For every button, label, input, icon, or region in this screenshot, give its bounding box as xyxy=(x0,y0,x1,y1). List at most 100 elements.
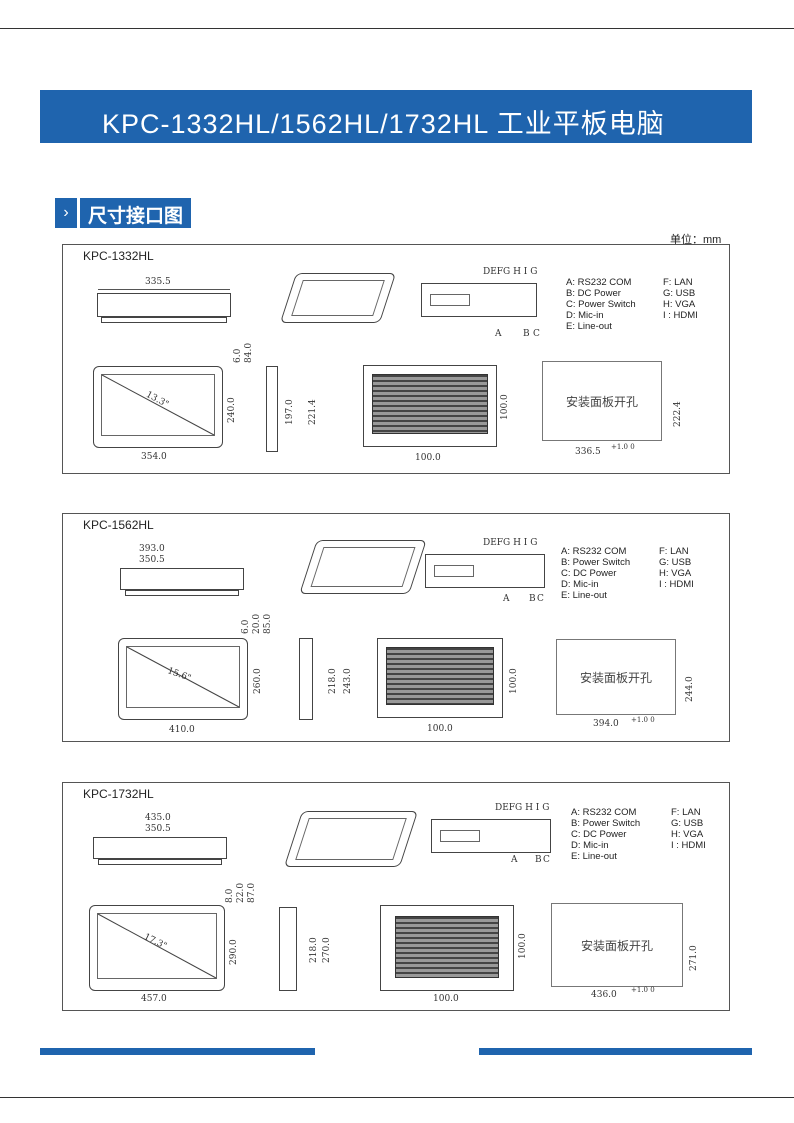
side-depth-dim: 8.0 xyxy=(225,888,235,903)
cutout-width-dim: 436.0 xyxy=(591,990,617,1000)
side-depth-dim: 84.0 xyxy=(244,342,254,363)
cutout-height-dim: 244.0 xyxy=(685,676,695,702)
front-screen xyxy=(126,646,240,708)
edge-dim: 221.4 xyxy=(308,399,318,425)
port-letter-b: B xyxy=(523,329,530,339)
port-letter-b: B xyxy=(535,855,542,865)
side-depth-dim: 22.0 xyxy=(236,882,246,903)
unit-label: 单位：mm xyxy=(670,234,722,246)
header-banner: KPC-1332HL/1562HL/1732HL 工业平板电脑 xyxy=(40,90,752,143)
port-letter-c: C xyxy=(533,329,540,339)
side-view-flange xyxy=(125,590,239,596)
port-label-row: DEFG H I G xyxy=(483,538,538,548)
front-view-drawing xyxy=(93,366,223,448)
edge-view-drawing xyxy=(266,366,278,452)
section-heading: › 尺寸接口图 xyxy=(55,198,192,228)
rear-spacing-dim: 100.0 xyxy=(415,453,441,463)
side-depth-dim: 6.0 xyxy=(233,348,243,363)
port-letter-c: C xyxy=(543,855,550,865)
edge-dim: 270.0 xyxy=(322,937,332,963)
panel-cutout: 安装面板开孔 xyxy=(542,361,662,441)
front-width-dim: 410.0 xyxy=(169,725,195,735)
side-width-dim: 335.5 xyxy=(145,277,171,287)
chevron-right-icon: › xyxy=(55,198,77,228)
port-view-drawing xyxy=(421,283,537,317)
front-height-dim: 260.0 xyxy=(253,668,263,694)
model-name: KPC-1332HL xyxy=(83,249,154,263)
front-screen xyxy=(101,374,215,436)
side-view-drawing xyxy=(93,837,227,859)
edge-dim: 218.0 xyxy=(328,668,338,694)
side-depth-dim: 85.0 xyxy=(263,613,273,634)
side-depth-dim: 6.0 xyxy=(241,619,251,634)
front-screen xyxy=(97,913,217,979)
port-letter-a: A xyxy=(503,594,510,604)
diagonal-line xyxy=(126,646,240,708)
side-view-drawing xyxy=(120,568,244,590)
rear-spacing-h-dim: 100.0 xyxy=(500,394,510,420)
side-view-flange xyxy=(98,859,222,865)
port-letter-a: A xyxy=(511,855,518,865)
footer-bar-right xyxy=(479,1048,752,1055)
cutout-height-dim: 271.0 xyxy=(689,945,699,971)
heatsink-fins xyxy=(395,916,499,978)
heatsink-fins xyxy=(372,374,488,434)
panel-cutout: 安装面板开孔 xyxy=(556,639,676,715)
rear-spacing-dim: 100.0 xyxy=(427,724,453,734)
edge-dim: 218.0 xyxy=(309,937,319,963)
model-drawing-1562: KPC-1562HL 393.0 350.5 6.0 20.0 85.0 DEF… xyxy=(62,513,730,742)
side-inner-dim: 350.5 xyxy=(145,824,171,834)
model-name: KPC-1562HL xyxy=(83,518,154,532)
cutout-tolerance: +1.0 0 xyxy=(631,716,655,724)
cutout-tolerance: +1.0 0 xyxy=(631,986,655,994)
iso-screen xyxy=(295,818,407,860)
dim-line xyxy=(98,289,230,290)
iso-screen xyxy=(310,547,416,587)
model-drawing-1732: KPC-1732HL 435.0 350.5 8.0 22.0 87.0 DEF… xyxy=(62,782,730,1011)
diagonal-line xyxy=(101,374,215,436)
edge-view-drawing xyxy=(299,638,313,720)
cutout-width-dim: 394.0 xyxy=(593,719,619,729)
side-inner-dim: 350.5 xyxy=(139,555,165,565)
front-view-drawing xyxy=(89,905,225,991)
port-view-drawing xyxy=(425,554,545,588)
cutout-tolerance: +1.0 0 xyxy=(611,443,635,451)
iso-screen xyxy=(291,280,385,316)
cutout-width-dim: 336.5 xyxy=(575,447,601,457)
cutout-height-dim: 222.4 xyxy=(673,401,683,427)
side-width-dim: 393.0 xyxy=(139,544,165,554)
front-width-dim: 457.0 xyxy=(141,994,167,1004)
model-name: KPC-1732HL xyxy=(83,787,154,801)
section-title: 尺寸接口图 xyxy=(80,198,192,228)
page-title: KPC-1332HL/1562HL/1732HL 工业平板电脑 xyxy=(102,109,665,139)
rear-view-drawing xyxy=(377,638,503,718)
edge-dim: 197.0 xyxy=(285,399,295,425)
diagonal-line xyxy=(97,913,217,979)
port-label-row: DEFG H I G xyxy=(483,267,538,277)
port-block xyxy=(440,830,480,842)
front-view-drawing xyxy=(118,638,248,720)
port-view-drawing xyxy=(431,819,551,853)
model-drawing-1332: KPC-1332HL 335.5 6.0 84.0 DEFG H I G A B… xyxy=(62,244,730,474)
edge-view-drawing xyxy=(279,907,297,991)
port-letter-c: C xyxy=(537,594,544,604)
port-block xyxy=(434,565,474,577)
front-height-dim: 240.0 xyxy=(227,397,237,423)
footer-bar-left xyxy=(40,1048,315,1055)
iso-view-drawing xyxy=(299,540,427,594)
port-block xyxy=(430,294,470,306)
iso-view-drawing xyxy=(279,273,397,323)
rear-view-drawing xyxy=(380,905,514,991)
rear-spacing-h-dim: 100.0 xyxy=(509,668,519,694)
port-letter-a: A xyxy=(495,329,502,339)
side-view-drawing xyxy=(97,293,231,317)
side-depth-dim: 87.0 xyxy=(247,882,257,903)
page-frame xyxy=(0,28,794,1098)
rear-spacing-dim: 100.0 xyxy=(433,994,459,1004)
port-letter-b: B xyxy=(529,594,536,604)
